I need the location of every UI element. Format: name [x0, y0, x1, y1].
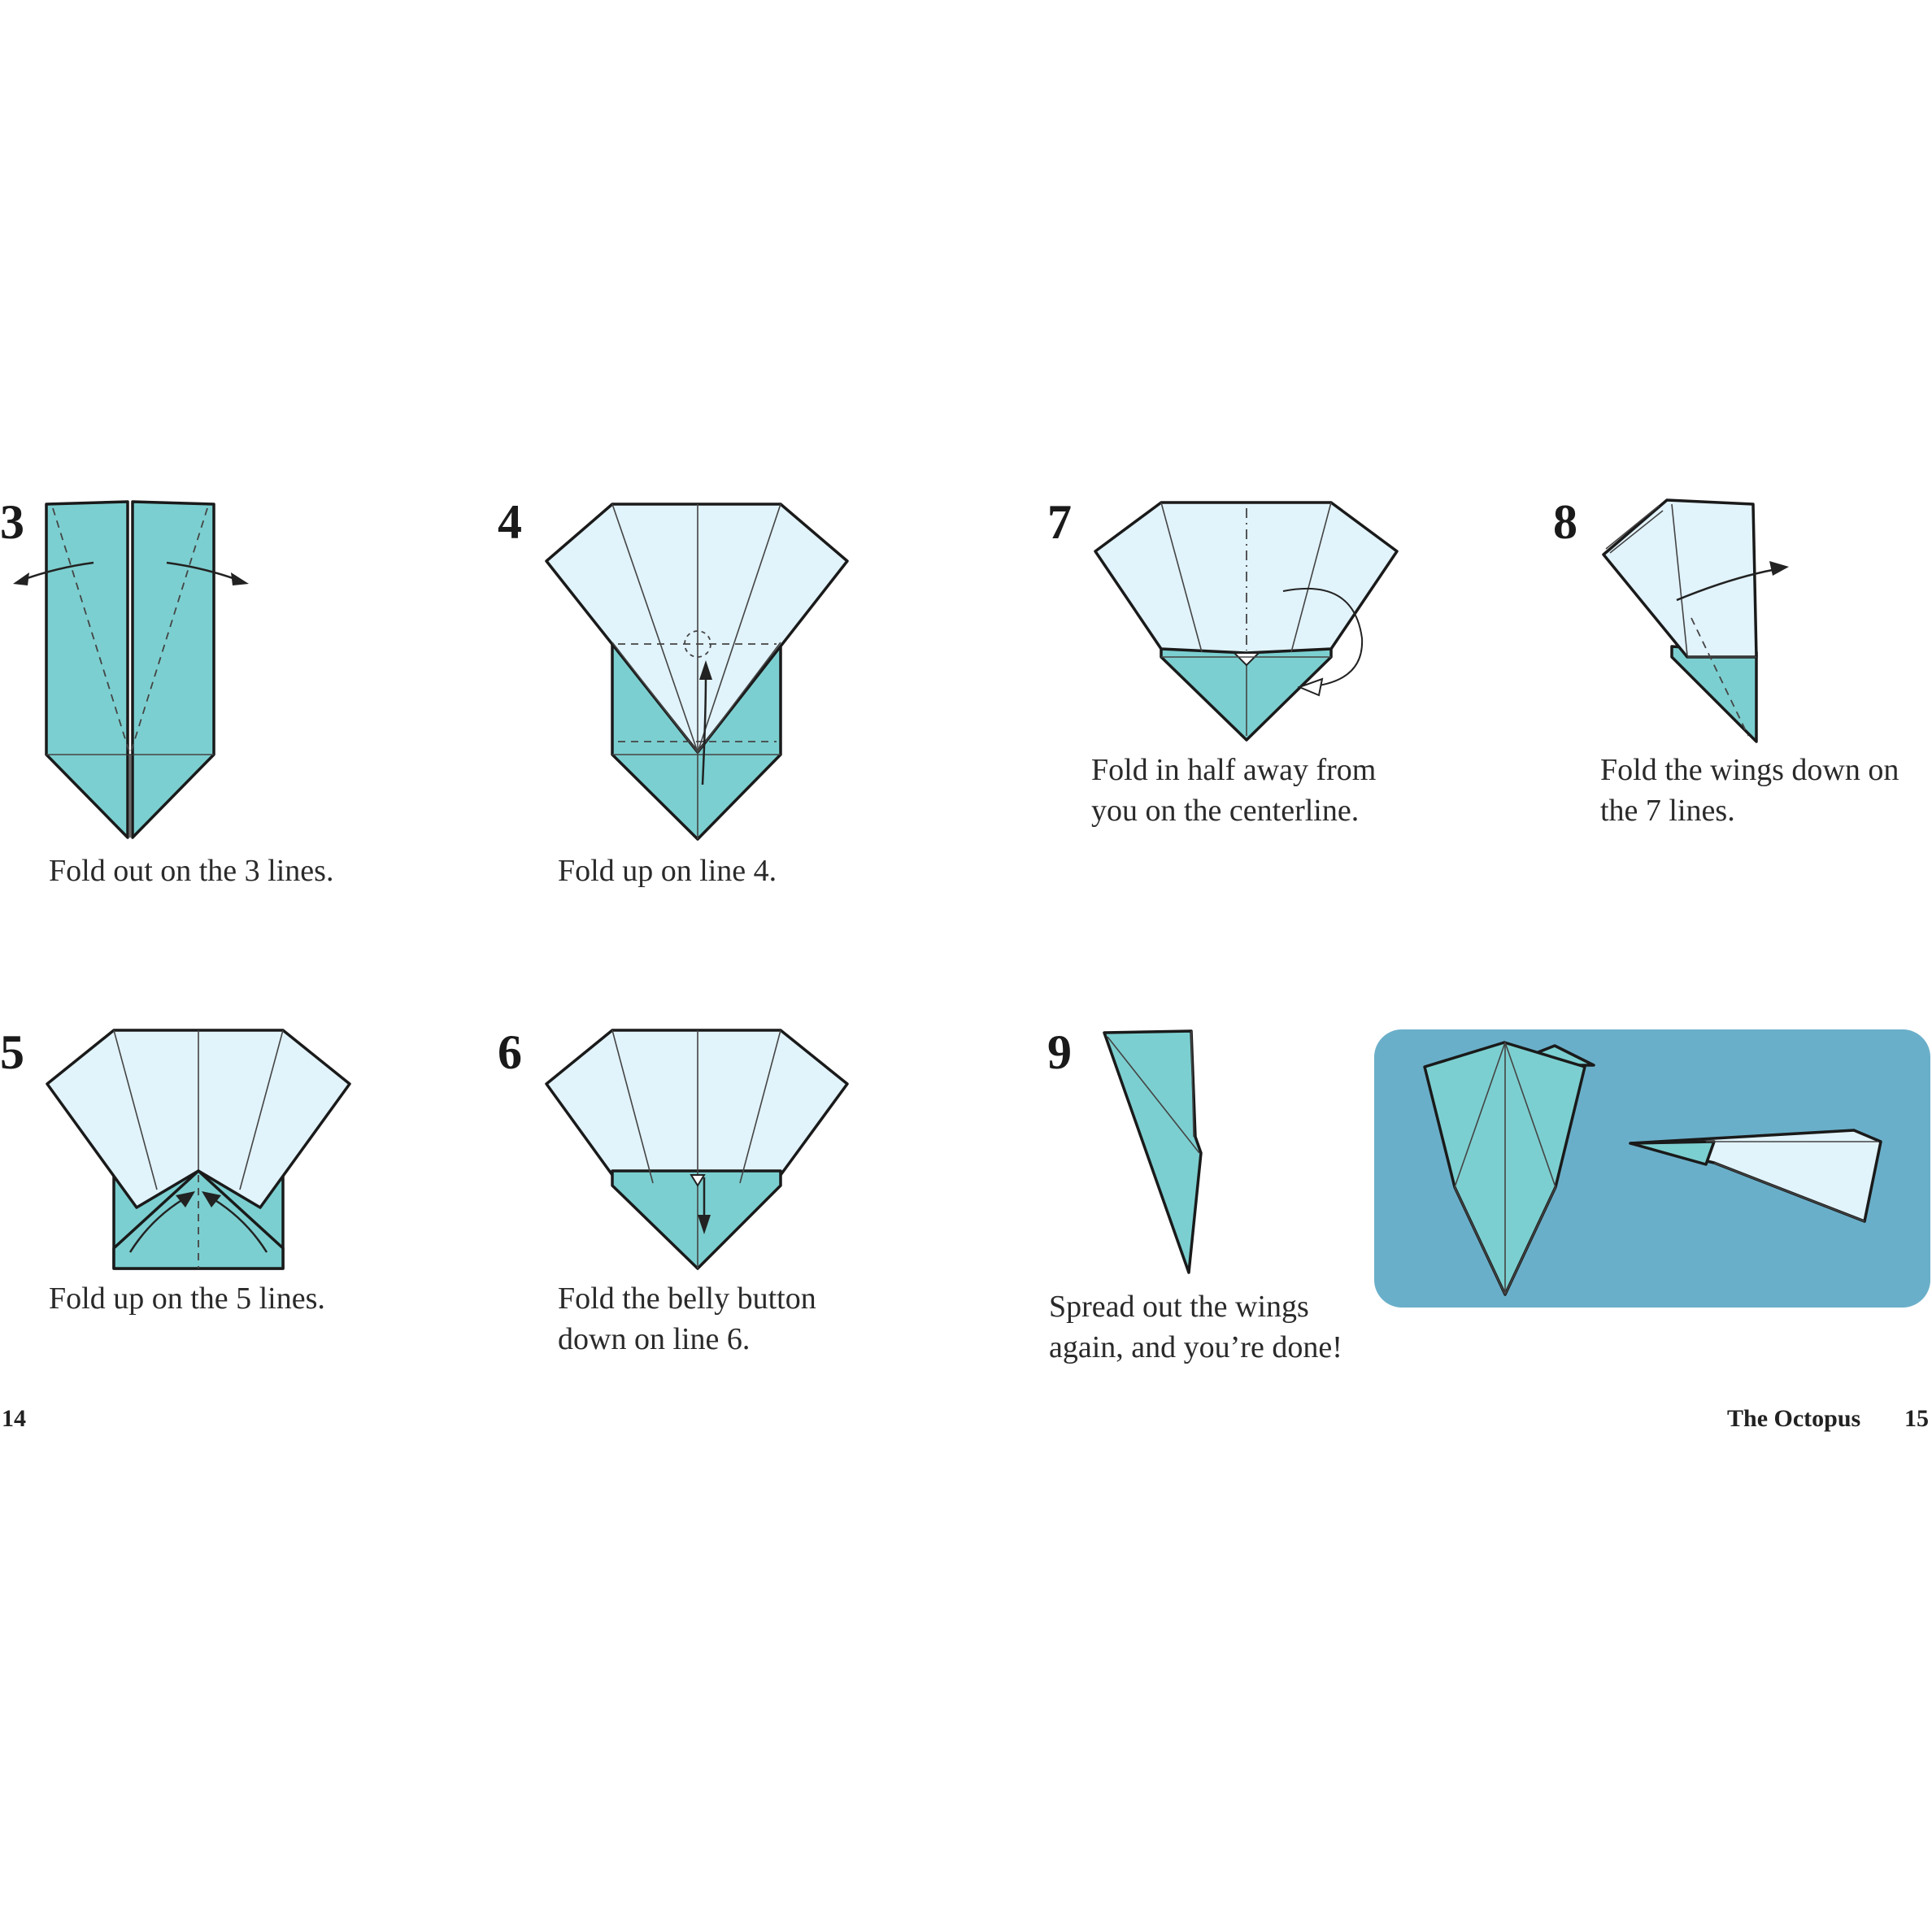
step-number: 6	[498, 1025, 522, 1079]
step-caption: Fold up on line 4.	[558, 851, 777, 891]
step-7-diagram	[1094, 501, 1399, 742]
step-4-diagram	[545, 503, 849, 841]
caption-line: you on the centerline.	[1091, 794, 1360, 828]
caption-line: Fold the belly button	[558, 1281, 816, 1316]
caption-line: Fold up on the 5 lines.	[49, 1281, 325, 1316]
step-caption: Fold in half away from you on the center…	[1091, 750, 1376, 831]
step-6-diagram	[545, 1029, 849, 1270]
step-number: 8	[1553, 495, 1577, 549]
left-page-number: 14	[2, 1405, 26, 1432]
step-number: 5	[0, 1025, 24, 1079]
step-number: 3	[0, 495, 24, 549]
caption-line: Fold the wings down on	[1600, 753, 1899, 787]
step-caption: Fold up on the 5 lines.	[49, 1278, 325, 1319]
step-5-diagram	[46, 1029, 351, 1270]
step-3-diagram	[13, 500, 249, 839]
step-9-diagram	[1103, 1029, 1203, 1274]
step-number: 4	[498, 495, 522, 549]
step-caption: Fold out on the 3 lines.	[49, 851, 333, 891]
step-number: 9	[1047, 1025, 1072, 1079]
caption-line: Fold out on the 3 lines.	[49, 854, 334, 888]
step-number: 7	[1047, 495, 1072, 549]
right-page-number: 15	[1904, 1405, 1929, 1432]
step-8-diagram	[1602, 498, 1789, 743]
step-caption: Fold the wings down on the 7 lines.	[1600, 750, 1899, 831]
caption-line: down on line 6.	[558, 1322, 751, 1356]
chapter-title: The Octopus	[1727, 1405, 1861, 1432]
caption-line: Spread out the wings	[1049, 1290, 1309, 1324]
caption-line: the 7 lines.	[1600, 794, 1735, 828]
finished-model-illustration	[1423, 1041, 1882, 1296]
step-caption: Fold the belly button down on line 6.	[558, 1278, 816, 1360]
step-caption: Spread out the wings again, and you’re d…	[1049, 1286, 1342, 1368]
caption-line: Fold in half away from	[1091, 753, 1377, 787]
caption-line: again, and you’re done!	[1049, 1330, 1342, 1364]
caption-line: Fold up on line 4.	[558, 854, 777, 888]
